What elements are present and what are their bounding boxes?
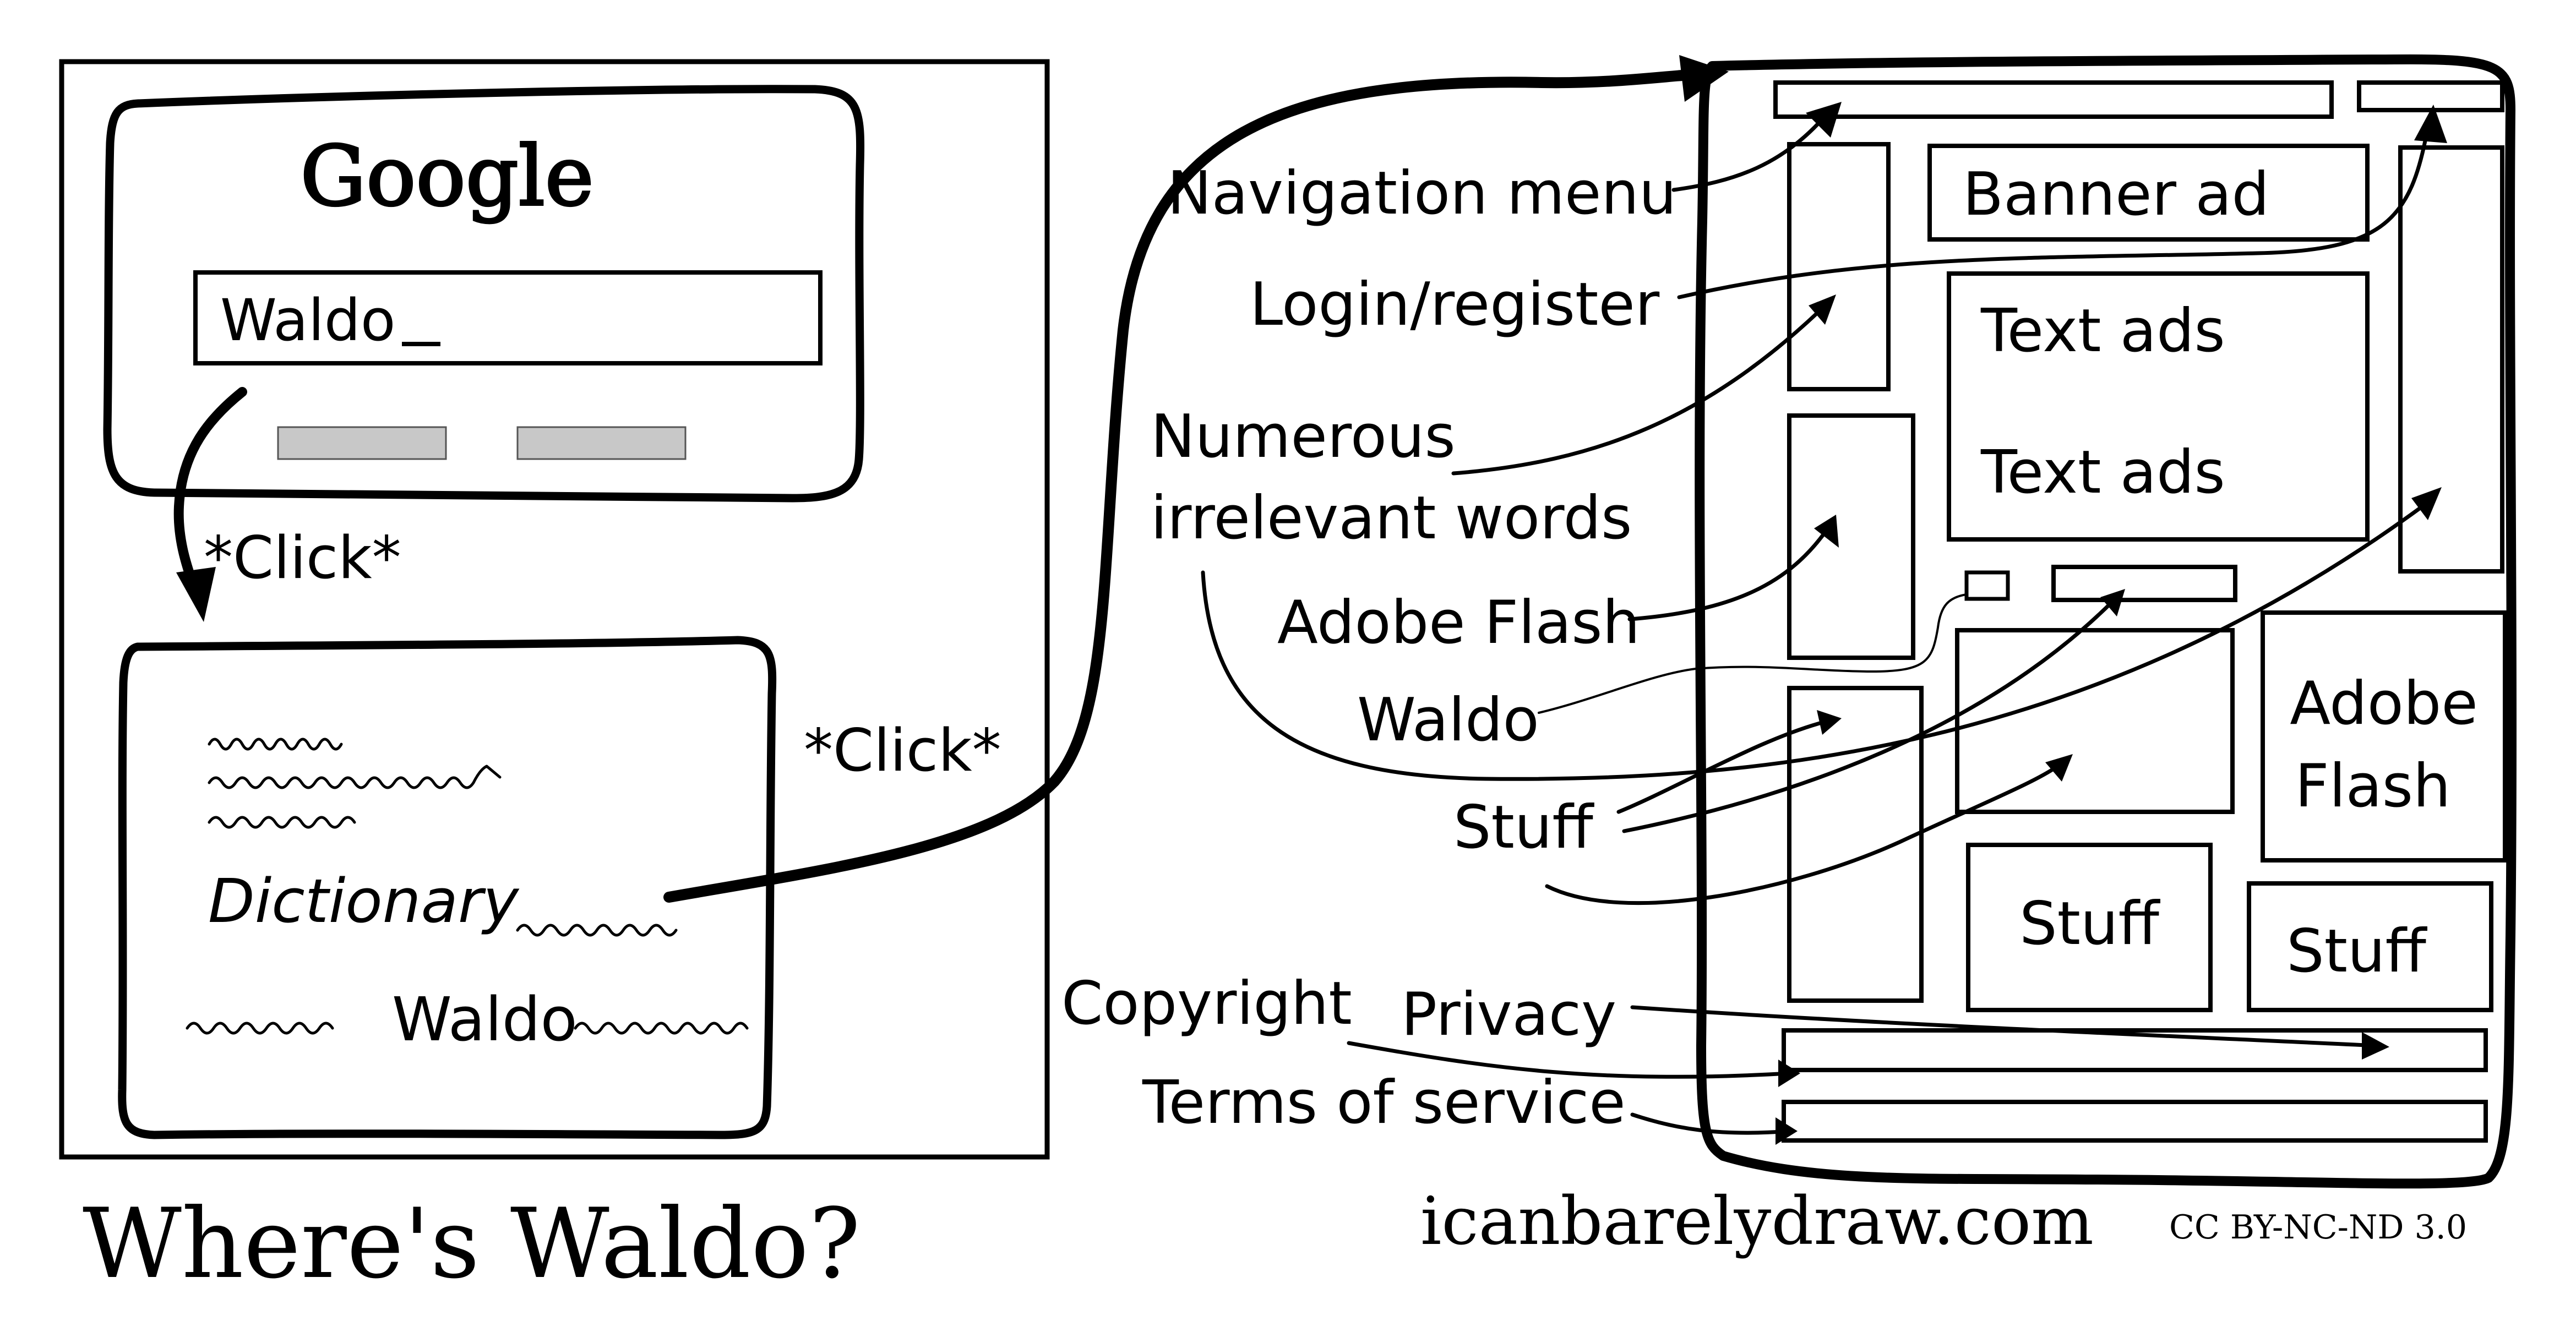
squiggle-line-6 xyxy=(574,1022,749,1035)
right-column-block xyxy=(2398,145,2504,574)
arrow-adobe-flash-head xyxy=(1814,515,1839,548)
arrow-stuff-1 xyxy=(1616,719,1830,814)
arrow-terms-head xyxy=(1776,1117,1798,1145)
arrow-login-register-head xyxy=(2414,105,2447,143)
click-arrow-1 xyxy=(173,387,247,588)
webpage-frame xyxy=(1695,54,2517,1189)
arrow-privacy xyxy=(1630,1005,2381,1048)
arrow-stuff-2-head xyxy=(2100,589,2125,616)
arrow-numerous-to-right-head xyxy=(2411,487,2442,520)
text-ads-block xyxy=(1947,271,2370,542)
banner-ad-label: Banner ad xyxy=(1963,160,2269,229)
callout-privacy: Privacy xyxy=(1401,980,1616,1049)
license-text: CC BY-NC-ND 3.0 xyxy=(2169,1208,2467,1247)
arrow-copyright xyxy=(1347,1041,1791,1079)
result-heading: Dictionary xyxy=(208,866,520,936)
click-arrow-2 xyxy=(663,69,1701,903)
arrow-stuff-3-head xyxy=(2045,754,2073,782)
squiggle-line-2 xyxy=(208,765,502,789)
arrow-navigation-menu xyxy=(1671,111,1830,192)
search-button-1 xyxy=(277,426,447,460)
squiggle-line-5 xyxy=(186,1022,334,1035)
callout-copyright: Copyright xyxy=(1061,969,1352,1038)
arrow-stuff-2 xyxy=(1622,598,2116,833)
search-window xyxy=(103,85,865,503)
footer-bar-2 xyxy=(1782,1100,2488,1143)
line-waldo-pointer xyxy=(1538,593,1968,714)
callout-numerous-line2: irrelevant words xyxy=(1151,484,1632,553)
text-ads-label-1: Text ads xyxy=(1980,297,2225,365)
squiggle-line-4 xyxy=(516,924,678,937)
callout-numerous-line1: Numerous xyxy=(1151,402,1456,471)
adobe-flash-label-2: Flash xyxy=(2295,752,2450,821)
stuff-block-1 xyxy=(1966,843,2213,1012)
result-window xyxy=(118,636,777,1139)
left-column-block-2 xyxy=(1787,413,1915,660)
search-box xyxy=(193,270,823,365)
arrow-numerous-to-right xyxy=(1201,504,2425,781)
adobe-flash-label-1: Adobe xyxy=(2290,669,2478,738)
site-credit: icanbarelydraw.com xyxy=(1420,1183,2094,1260)
result-word: Waldo xyxy=(392,984,578,1055)
login-block xyxy=(2357,80,2504,112)
arrow-terms xyxy=(1630,1112,1791,1135)
adobe-flash-block xyxy=(2261,610,2507,863)
arrow-adobe-flash xyxy=(1627,526,1830,621)
click-label-1: *Click* xyxy=(204,524,401,592)
footer-bar-1 xyxy=(1782,1028,2488,1072)
left-column-block-3 xyxy=(1787,686,1924,1003)
arrow-login-register xyxy=(1677,124,2430,299)
waldo-tiny-block xyxy=(1964,570,2010,601)
text-ads-label-2: Text ads xyxy=(1980,438,2225,507)
search-logo: Google xyxy=(300,129,593,225)
banner-ad-block xyxy=(1927,144,2370,242)
arrow-numerous-to-nav xyxy=(1451,306,1825,476)
arrow-navigation-menu-head xyxy=(1806,102,1842,138)
left-panel-frame xyxy=(59,59,1050,1160)
arrow-stuff-1-head xyxy=(1817,710,1842,735)
arrow-copyright-head xyxy=(1778,1060,1800,1087)
stuff-block-2 xyxy=(2247,881,2493,1012)
callout-login-register: Login/register xyxy=(1250,270,1660,339)
callout-navigation-menu: Navigation menu xyxy=(1167,159,1676,228)
callout-stuff: Stuff xyxy=(1453,793,1594,862)
search-query-text: Waldo xyxy=(220,287,395,354)
arrow-stuff-3 xyxy=(1545,763,2061,905)
click-arrow-1-head xyxy=(176,567,216,622)
arrow-privacy-head xyxy=(2362,1032,2389,1060)
callout-terms: Terms of service xyxy=(1142,1068,1626,1137)
nav-bar-block xyxy=(1773,80,2334,119)
arrow-numerous-to-nav-head xyxy=(1809,294,1836,325)
callout-waldo: Waldo xyxy=(1357,686,1539,755)
squiggle-line-1 xyxy=(208,738,343,751)
callout-adobe-flash: Adobe Flash xyxy=(1277,588,1640,657)
stuff-label-2: Stuff xyxy=(2286,917,2427,986)
squiggle-line-3 xyxy=(208,816,356,829)
search-button-2 xyxy=(516,426,687,460)
stuff-label-1: Stuff xyxy=(2019,889,2160,958)
middle-content-block xyxy=(1955,628,2235,814)
click-label-2: *Click* xyxy=(804,717,1001,784)
small-bar-block xyxy=(2051,565,2237,602)
comic-title: Where's Waldo? xyxy=(83,1188,861,1300)
